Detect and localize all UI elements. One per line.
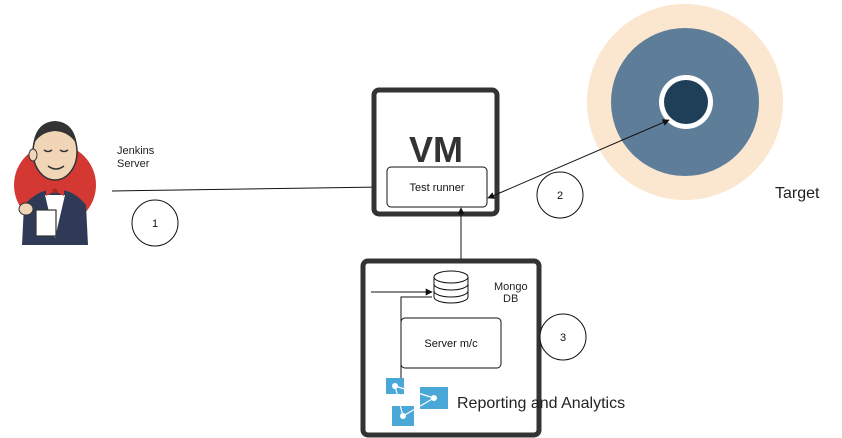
test-runner-label: Test runner	[409, 182, 464, 194]
step-1-label: 1	[152, 218, 158, 230]
server-mc-label: Server m/c	[424, 338, 478, 350]
target-label: Target	[775, 185, 820, 202]
test-runner-box	[386, 166, 488, 208]
jenkins-label-line1: Jenkins	[117, 145, 155, 157]
jenkins-butler-logo-icon	[14, 121, 96, 245]
reporting-analytics-label: Reporting and Analytics	[457, 395, 625, 412]
step-1-circle	[131, 199, 179, 247]
database-cylinder-icon	[433, 270, 469, 304]
mongo-label-line2: DB	[503, 293, 518, 305]
step-2-circle	[536, 171, 584, 219]
step-3-label: 3	[560, 332, 566, 344]
step-3-circle	[539, 313, 587, 361]
analytics-network-icon	[386, 378, 448, 426]
vm-title: VM	[409, 129, 463, 170]
mongo-label-line1: Mongo	[494, 281, 528, 293]
jenkins-to-test-runner-arrow	[111, 183, 385, 192]
target-bullseye-icon	[587, 4, 783, 200]
step-2-label: 2	[557, 190, 563, 202]
db-to-analytics-connector	[397, 296, 432, 395]
jenkins-label-line2: Server	[117, 158, 150, 170]
test-runner-to-target-arrow	[487, 119, 670, 199]
